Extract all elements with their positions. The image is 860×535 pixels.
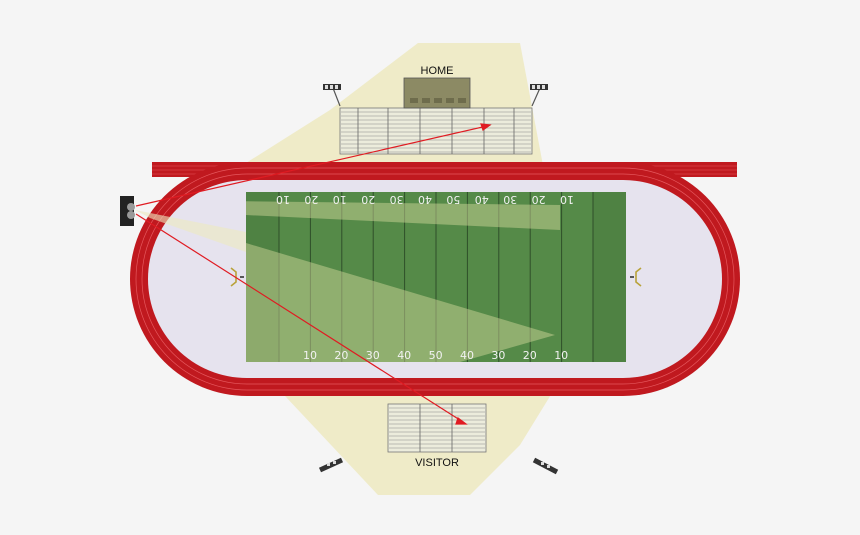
yard-number-top: 20 (532, 193, 546, 206)
goal-post-right (630, 267, 642, 287)
field-light-beam-lower (246, 243, 555, 362)
yard-number-top: 40 (418, 193, 432, 206)
yard-number-top: 50 (446, 193, 460, 206)
yard-number-top: 10 (560, 193, 574, 206)
visitor-label: VISITOR (415, 457, 459, 469)
yard-number-bottom: 30 (491, 349, 505, 362)
home-bleachers (339, 107, 533, 155)
yard-number-top: 40 (475, 193, 489, 206)
yard-number-bottom: 30 (366, 349, 380, 362)
yard-number-top: 20 (304, 193, 318, 206)
sight-lines (135, 123, 492, 425)
yard-number-bottom: 50 (429, 349, 443, 362)
field-light-beam-upper (246, 201, 560, 230)
sight-line-visitor (135, 213, 464, 423)
yard-number-top: 20 (361, 193, 375, 206)
yard-number-bottom: 20 (334, 349, 348, 362)
light-pole-visitor-right (532, 457, 559, 475)
visitor-bleachers (387, 403, 487, 453)
light-pole-visitor-left (318, 457, 344, 473)
yard-number-top: 30 (390, 193, 404, 206)
yard-number-bottom: 10 (554, 349, 568, 362)
light-pole-home-left (323, 84, 341, 107)
light-pole-home-right (530, 84, 548, 107)
press-box (403, 77, 471, 109)
side-light-cone (135, 210, 246, 252)
home-label: HOME (421, 65, 454, 77)
yard-number-bottom: 40 (397, 349, 411, 362)
yard-number-bottom: 40 (460, 349, 474, 362)
camera-tower (120, 196, 135, 226)
football-field: 10 20 10 20 30 40 50 40 30 20 10 10 20 30 40 50 40 30 20 1… (246, 192, 626, 362)
yard-number-bottom: 10 (303, 349, 317, 362)
yard-number-top: 10 (276, 193, 290, 206)
yard-number-top: 10 (333, 193, 347, 206)
yard-number-bottom: 20 (523, 349, 537, 362)
sight-line-home (135, 125, 488, 207)
yard-number-top: 30 (503, 193, 517, 206)
